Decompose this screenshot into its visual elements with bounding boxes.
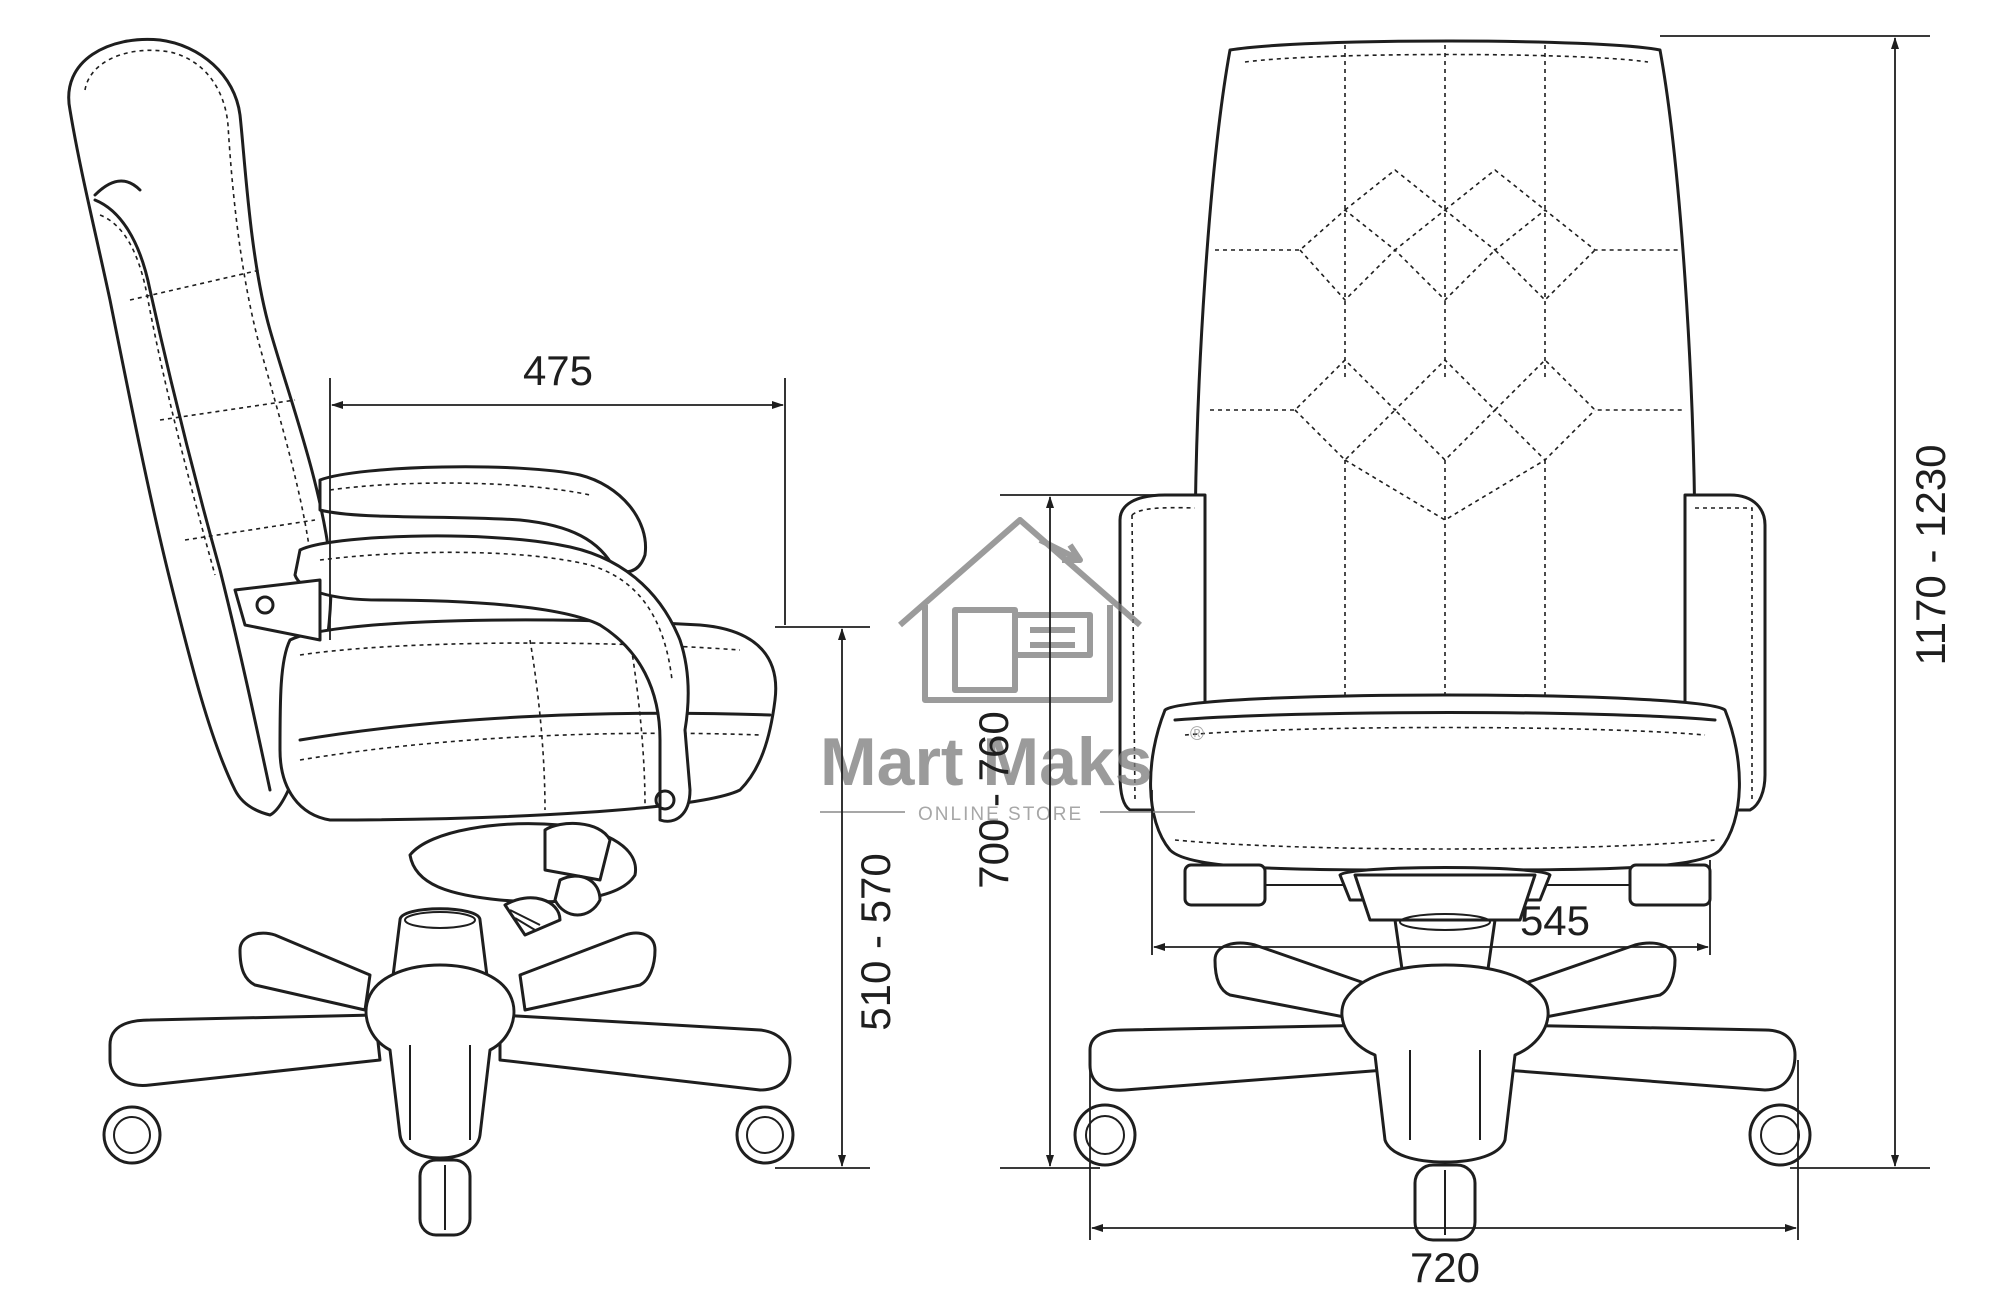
dim-seat-depth-label: 475 (523, 347, 593, 394)
watermark-registered-mark: ® (1190, 724, 1206, 745)
caster-wheels-side (102, 1105, 795, 1237)
caster-wheels-front (1073, 1103, 1812, 1242)
watermark-tagline: ONLINE STORE (918, 804, 1083, 825)
dim-seat-height-label: 510 - 570 (852, 853, 899, 1030)
dim-base-width-label: 720 (1410, 1244, 1480, 1291)
dim-armrest-height-label: 700 - 760 (970, 711, 1017, 888)
side-view-chair (67, 37, 795, 1237)
dim-seat-width-label: 545 (1520, 897, 1590, 944)
house-logo-icon (898, 517, 1142, 703)
watermark-brand-text: Mart Maks (820, 724, 1153, 800)
dimension-labels: 475 510 - 570 700 - 760 1170 - 1230 545 … (523, 347, 1954, 1291)
front-view-chair (1073, 39, 1812, 1242)
dim-total-height-label: 1170 - 1230 (1907, 444, 1954, 665)
dimension-lines (329, 35, 1930, 1240)
brand-watermark: Mart Maks ® ONLINE STORE (820, 517, 1206, 825)
